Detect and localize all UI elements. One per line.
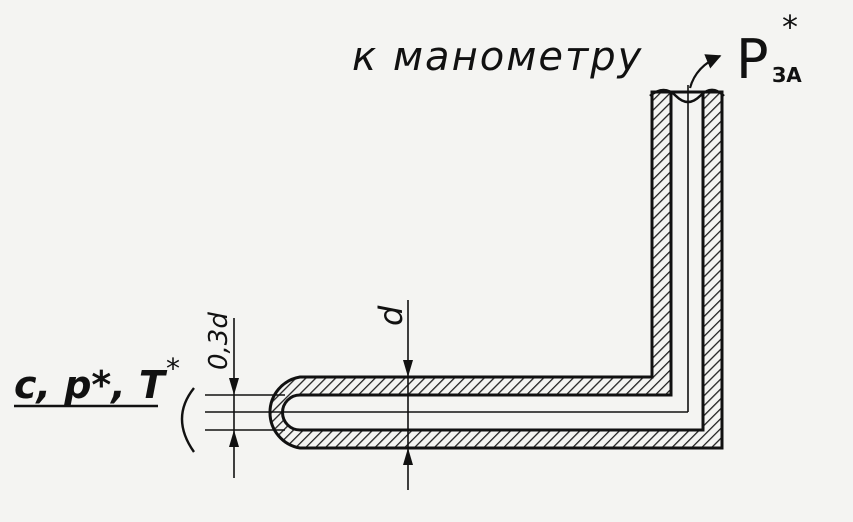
dim-diameter-arrow-bottom — [403, 448, 413, 465]
tube-inner-channel — [281, 90, 705, 432]
dim-opening-arrow-bottom — [229, 430, 239, 447]
pressure-label: P — [736, 28, 769, 91]
dim-opening-arrow-top — [229, 378, 239, 395]
flow-label: c, p*, T — [14, 363, 168, 407]
manometer-label: к манометру — [352, 34, 643, 80]
dim-diameter-arrow-top — [403, 360, 413, 377]
pressure-label-subscript: ЗА — [772, 63, 802, 87]
flow-label-star: * — [166, 352, 180, 385]
flow-bracket — [180, 387, 195, 453]
pressure-leader-arrow — [688, 54, 722, 89]
pressure-label-star: * — [782, 8, 798, 46]
dim-opening-label: 0,3d — [204, 312, 234, 370]
tube-break-line — [649, 88, 725, 104]
dim-diameter-label: d — [372, 305, 410, 326]
